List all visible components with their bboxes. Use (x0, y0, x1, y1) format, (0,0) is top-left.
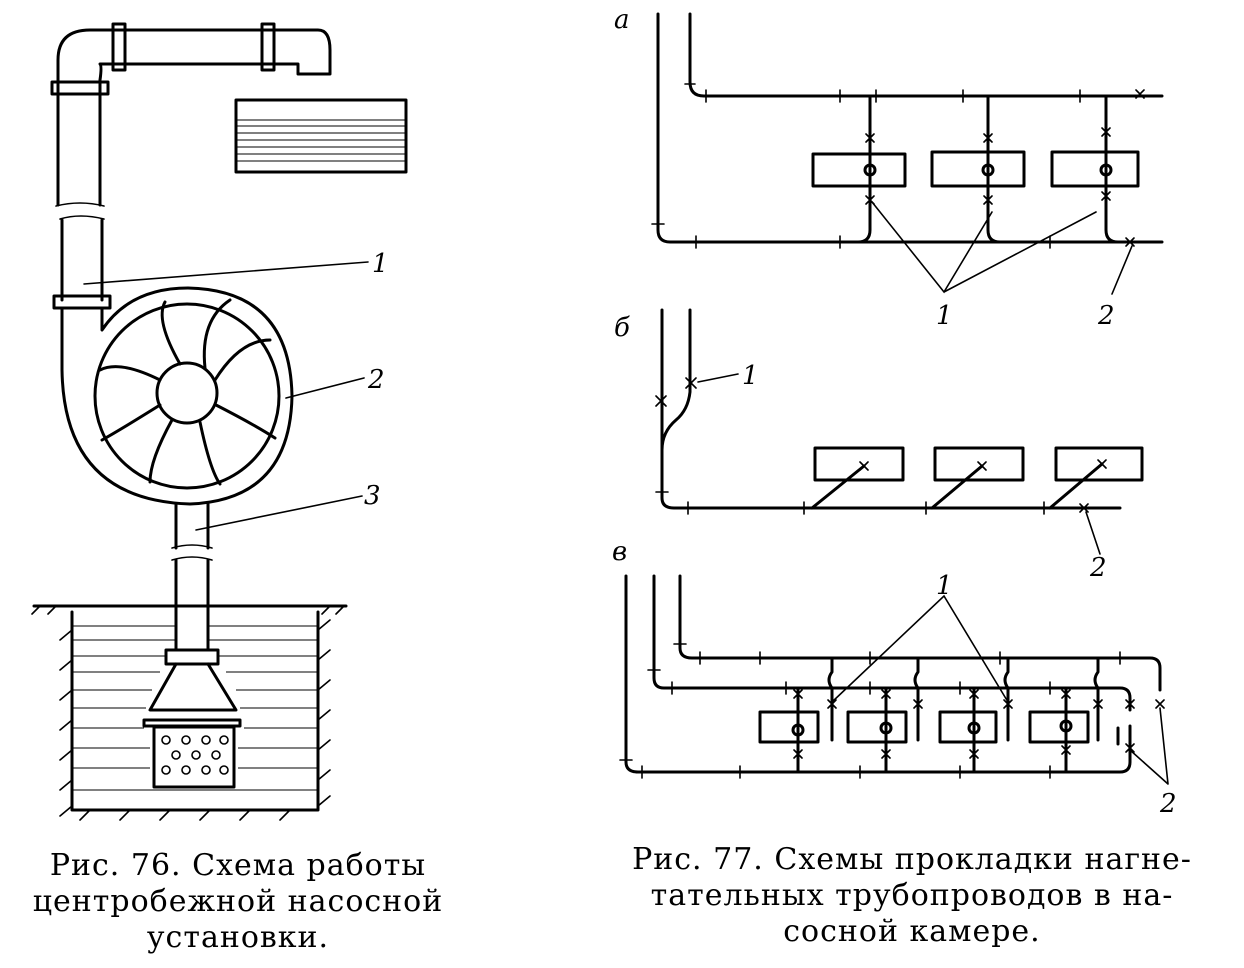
panel-b-unit-2 (933, 446, 1025, 482)
fig76-caption: Рис. 76. Схема работы центробежной насос… (18, 848, 458, 956)
discharge-pipe (50, 22, 332, 310)
fig76-label-1: 1 (372, 249, 389, 279)
pump-casing (60, 286, 294, 506)
suction-pipe (142, 502, 242, 789)
fig77-caption-line-3: сосной камере. (783, 914, 1041, 949)
panel-a-label-1: 1 (936, 301, 953, 331)
fig77-panel-v: в 1 2 (612, 537, 1177, 819)
fig76-diagram: 1 2 3 (31, 22, 408, 821)
sump-pit (31, 604, 348, 821)
panel-v-unit-3 (938, 710, 998, 744)
panel-letter-b: б (614, 313, 630, 343)
panel-a-unit-3 (1050, 150, 1140, 188)
panel-b-unit-3 (1054, 446, 1144, 482)
fig76-label-3: 3 (364, 481, 381, 511)
panel-letter-a: а (614, 5, 630, 35)
panel-b-unit-1 (813, 446, 905, 482)
panel-v-valves (793, 689, 1165, 759)
panel-a-label-2: 2 (1097, 301, 1115, 331)
impeller-blades (98, 298, 277, 486)
fig77-panel-a: а 1 2 (614, 5, 1164, 331)
water-surface (72, 625, 318, 791)
fig76-caption-line-1: Рис. 76. Схема работы (49, 848, 427, 883)
upper-tank (234, 98, 408, 174)
fig77-caption: Рис. 77. Схемы прокладки нагне- тательны… (612, 842, 1212, 950)
fig76-leaders (83, 261, 369, 531)
fig77-caption-line-2: тательных трубопроводов в на- (650, 878, 1174, 913)
panel-v-unit-4 (1028, 710, 1090, 744)
panel-a-unit-2 (930, 150, 1026, 188)
fig76-label-2: 2 (367, 365, 385, 395)
panel-letter-v: в (612, 537, 627, 567)
fig77-caption-line-1: Рис. 77. Схемы прокладки нагне- (632, 842, 1192, 877)
panel-v-label-1: 1 (936, 571, 953, 601)
panel-b-label-1: 1 (742, 361, 759, 391)
fig77-panel-b: б 1 2 (614, 308, 1144, 583)
strainer-holes (161, 735, 229, 775)
fig76-caption-line-3: установки. (146, 920, 330, 955)
panel-v-unit-1 (758, 710, 820, 744)
panel-v-unit-2 (846, 710, 908, 744)
panel-v-label-2: 2 (1159, 789, 1177, 819)
fig76-caption-line-2: центробежной насосной (32, 884, 444, 919)
panel-b-label-2: 2 (1089, 553, 1107, 583)
panel-a-unit-1 (811, 152, 907, 188)
